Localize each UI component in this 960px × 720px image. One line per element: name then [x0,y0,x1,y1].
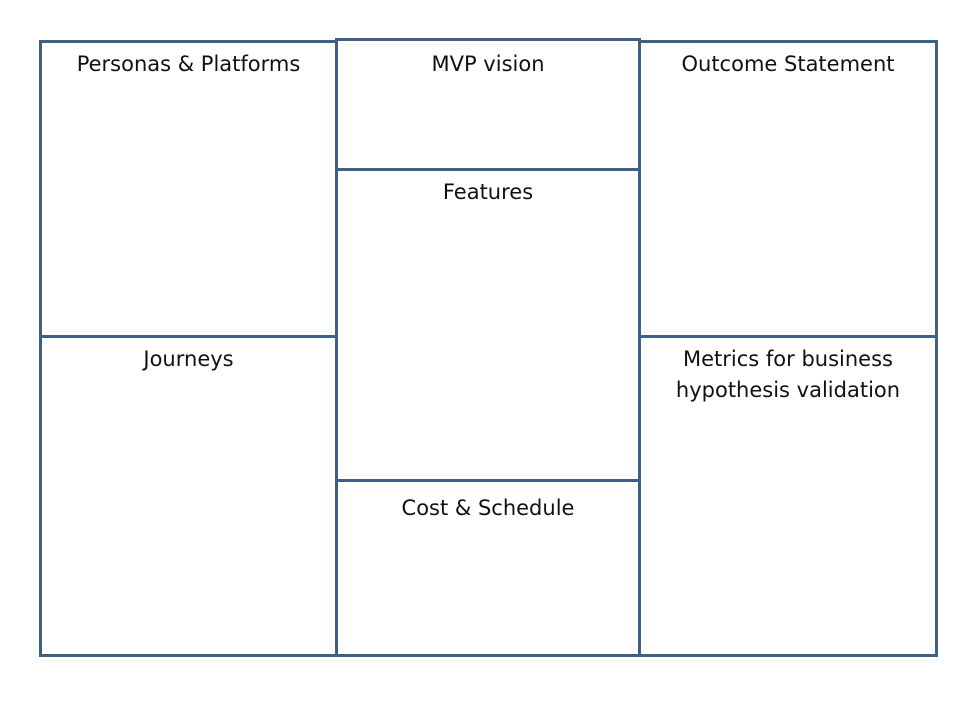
metrics-label: Metrics for business hypothesis validati… [675,347,901,402]
features-label: Features [442,180,534,204]
outcome-statement-label: Outcome Statement [681,52,895,76]
personas-platforms-label: Personas & Platforms [76,52,301,76]
cost-schedule-label: Cost & Schedule [401,496,575,520]
mvp-vision-box: MVP vision [335,38,641,171]
journeys-label: Journeys [143,347,234,371]
journeys-box: Journeys [39,335,338,657]
cost-schedule-box: Cost & Schedule [335,479,641,657]
mvp-vision-label: MVP vision [431,52,545,76]
personas-platforms-box: Personas & Platforms [39,40,338,338]
metrics-box: Metrics for business hypothesis validati… [638,335,938,657]
outcome-statement-box: Outcome Statement [638,40,938,338]
features-box: Features [335,168,641,482]
